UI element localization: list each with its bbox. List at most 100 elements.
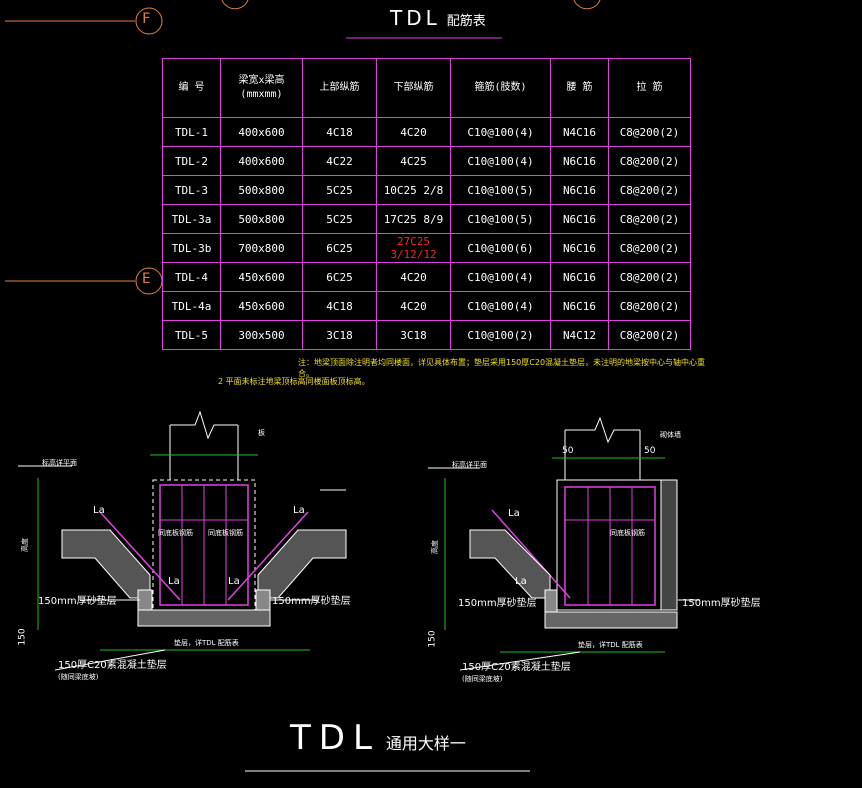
table-cell: 4C20 xyxy=(376,262,451,292)
table-cell: 4C18 xyxy=(302,291,377,321)
axis-label-f: F xyxy=(142,11,151,27)
table-cell: 400x600 xyxy=(220,146,303,176)
table-cell: 6C25 xyxy=(302,262,377,292)
table-cell: C8@200(2) xyxy=(608,233,691,263)
column-header: 腰 筋 xyxy=(550,58,609,118)
left-side-note-2: 同底板钢筋 xyxy=(208,529,243,537)
column-header: 拉 筋 xyxy=(608,58,691,118)
left-la-3: La xyxy=(168,576,180,587)
table-cell: C10@100(5) xyxy=(450,204,551,234)
left-slab-label: 板 xyxy=(258,429,265,437)
table-header-row: 编 号梁宽x梁高 (mmxmm)上部纵筋下部纵筋箍筋(肢数)腰 筋拉 筋 xyxy=(162,58,691,118)
right-dim-50a: 50 xyxy=(562,446,574,456)
table-cell: 3C18 xyxy=(302,320,377,350)
table-cell: 300x500 xyxy=(220,320,303,350)
table-cell: 5C25 xyxy=(302,175,377,205)
title-main: TDL xyxy=(390,6,441,30)
left-detail xyxy=(18,410,347,671)
table-cell: 500x800 xyxy=(220,204,303,234)
axis-bubble-top-1 xyxy=(221,0,249,10)
table-cell: TDL-3a xyxy=(162,204,221,234)
table-cell: 10C25 2/8 xyxy=(376,175,451,205)
left-ground-label: 标高详平面 xyxy=(42,459,77,467)
table-cell: N6C16 xyxy=(550,175,609,205)
left-la-1: La xyxy=(93,505,105,516)
left-side-note-1: 同底板钢筋 xyxy=(158,529,193,537)
table-cell: 450x600 xyxy=(220,291,303,321)
table-cell: C10@100(4) xyxy=(450,262,551,292)
right-dim-height: 高度 xyxy=(431,540,439,554)
left-dim-150: 150 xyxy=(17,628,28,646)
right-beam-label: 垫层，详TDL 配筋表 xyxy=(578,641,643,649)
rebar-table: 编 号梁宽x梁高 (mmxmm)上部纵筋下部纵筋箍筋(肢数)腰 筋拉 筋 TDL… xyxy=(162,58,691,350)
table-cell: C10@100(4) xyxy=(450,146,551,176)
table-cell: 700x800 xyxy=(220,233,303,263)
table-cell: C8@200(2) xyxy=(608,204,691,234)
table-cell: TDL-1 xyxy=(162,117,221,147)
right-sand-label: 150mm厚砂垫层 xyxy=(458,598,537,609)
table-cell: C10@100(4) xyxy=(450,291,551,321)
column-header: 编 号 xyxy=(162,58,221,118)
page-title: TDL 配筋表 xyxy=(390,6,486,30)
left-sand-label: 150mm厚砂垫层 xyxy=(38,596,117,607)
table-cell: N6C16 xyxy=(550,291,609,321)
right-cushion-label: 150厚C20素混凝土垫层 xyxy=(462,662,571,673)
table-cell: TDL-4a xyxy=(162,291,221,321)
table-cell: TDL-4 xyxy=(162,262,221,292)
column-header: 梁宽x梁高 (mmxmm) xyxy=(220,58,303,118)
table-cell: C10@100(6) xyxy=(450,233,551,263)
right-la-1: La xyxy=(508,508,520,519)
axis-bubble-f xyxy=(135,7,163,35)
right-detail xyxy=(428,416,700,671)
table-cell: N6C16 xyxy=(550,262,609,292)
table-cell: N4C12 xyxy=(550,320,609,350)
column-header: 箍筋(肢数) xyxy=(450,58,551,118)
column-header: 下部纵筋 xyxy=(376,58,451,118)
right-dim-50b: 50 xyxy=(644,446,656,456)
right-ground-label: 标高详平面 xyxy=(452,461,487,469)
left-dim-height: 高度 xyxy=(21,538,29,552)
table-cell: 4C20 xyxy=(376,117,451,147)
table-cell: C8@200(2) xyxy=(608,175,691,205)
table-cell: TDL-3 xyxy=(162,175,221,205)
table-cell: 6C25 xyxy=(302,233,377,263)
table-cell: 27C25 3/12/12 xyxy=(376,233,451,263)
table-cell: TDL-2 xyxy=(162,146,221,176)
table-cell: C8@200(2) xyxy=(608,320,691,350)
left-cushion-sub: (随同梁底坡) xyxy=(58,673,99,681)
table-cell: N4C16 xyxy=(550,117,609,147)
table-cell: N6C16 xyxy=(550,146,609,176)
left-sand-label-2: 150mm厚砂垫层 xyxy=(272,596,351,607)
note-1: 注：地梁顶面除注明者均同楼面，详见具体布置；垫层采用150厚C20混凝土垫层，未… xyxy=(298,358,706,378)
table-cell: 450x600 xyxy=(220,262,303,292)
table-cell: C10@100(5) xyxy=(450,175,551,205)
right-sand-label-2: 150mm厚砂垫层 xyxy=(682,598,761,609)
title-sub: 配筋表 xyxy=(446,14,486,29)
table-cell: N6C16 xyxy=(550,233,609,263)
axis-label-e: E xyxy=(142,271,151,287)
axis-bubble-top-2 xyxy=(573,0,601,10)
table-cell: 4C25 xyxy=(376,146,451,176)
table-cell: C8@200(2) xyxy=(608,117,691,147)
table-cell: C8@200(2) xyxy=(608,291,691,321)
footer-title-main: TDL xyxy=(290,718,380,758)
table-cell: 4C20 xyxy=(376,291,451,321)
left-cushion-label: 150厚C20素混凝土垫层 xyxy=(58,660,167,671)
table-cell: TDL-3b xyxy=(162,233,221,263)
right-wall-label: 砌体墙 xyxy=(660,431,681,439)
table-cell: C10@100(4) xyxy=(450,117,551,147)
right-la-2: La xyxy=(515,576,527,587)
table-cell: 500x800 xyxy=(220,175,303,205)
left-la-4: La xyxy=(228,576,240,587)
table-cell: TDL-5 xyxy=(162,320,221,350)
right-dim-150: 150 xyxy=(427,630,438,648)
table-cell: 3C18 xyxy=(376,320,451,350)
right-side-note: 同底板钢筋 xyxy=(610,529,645,537)
